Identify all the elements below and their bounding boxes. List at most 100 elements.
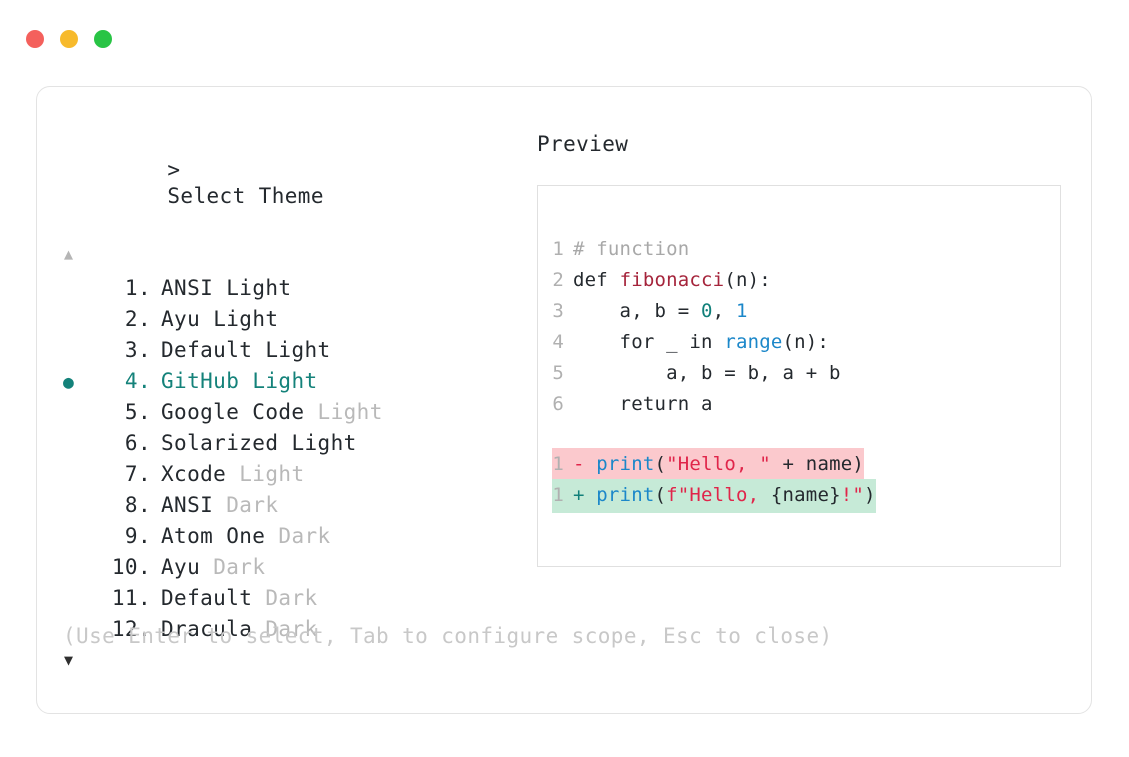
close-button[interactable] xyxy=(26,30,44,48)
code-token: 1 xyxy=(735,300,748,322)
diff-sign: + xyxy=(573,484,585,506)
diff-highlight: 1 + print(f"Hello, {name}!") xyxy=(552,479,876,513)
theme-item-index: 12. xyxy=(111,617,151,641)
theme-item-name: Atom One xyxy=(161,524,266,548)
theme-list-item[interactable]: 9. Atom One Dark xyxy=(63,521,533,552)
theme-item-index: 7. xyxy=(124,462,151,486)
gutter-gap xyxy=(564,327,573,358)
window-titlebar xyxy=(26,30,112,48)
theme-item-name: ANSI xyxy=(161,276,214,300)
theme-item-variant: Light xyxy=(239,462,305,486)
code-token: (n): xyxy=(724,269,771,291)
code-token: range xyxy=(724,331,783,353)
theme-item-index: 11. xyxy=(111,586,151,610)
code-line: 5 a, b = b, a + b xyxy=(552,358,1058,389)
code-line: 6 return a xyxy=(552,389,1058,420)
preview-label: Preview xyxy=(537,132,629,156)
diff-line-add: 1 + print(f"Hello, {name}!") xyxy=(552,479,1058,513)
scroll-up-icon[interactable]: ▲ xyxy=(64,245,74,263)
code-token: for _ in xyxy=(573,331,725,353)
theme-list-item[interactable]: 5.Google Code Light xyxy=(63,397,533,428)
prompt-symbol: > xyxy=(167,158,181,182)
line-number: 1 xyxy=(552,453,564,475)
theme-item-space xyxy=(252,583,265,614)
theme-list-item[interactable]: 1.ANSI Light xyxy=(63,273,533,304)
code-line: 2 def fibonacci(n): xyxy=(552,265,1058,296)
selected-bullet-icon: ● xyxy=(63,372,75,393)
line-number: 1 xyxy=(552,238,564,260)
theme-item-index: 3. xyxy=(124,338,151,362)
theme-list-item[interactable]: 11. Default Dark xyxy=(63,583,533,614)
theme-item-index: 9. xyxy=(124,524,151,548)
theme-item-space xyxy=(304,397,317,428)
theme-item-variant: Light xyxy=(252,369,318,393)
theme-item-name: Solarized xyxy=(161,431,279,455)
scroll-down-icon[interactable]: ▼ xyxy=(64,651,74,669)
code-token: "Hello, " xyxy=(666,453,771,475)
theme-list-item[interactable]: 8. ANSI Dark xyxy=(63,490,533,521)
theme-item-index: 10. xyxy=(111,555,151,579)
theme-item-name: Dracula xyxy=(161,617,253,641)
theme-item-space xyxy=(239,366,252,397)
code-token: a, b = b, a + b xyxy=(573,362,841,384)
code-token: (n): xyxy=(782,331,830,353)
theme-list-item[interactable]: ●4.GitHub Light xyxy=(63,366,533,397)
theme-item-index: 8. xyxy=(124,493,151,517)
code-blank-line xyxy=(552,420,1058,448)
theme-item-index: 2. xyxy=(124,307,151,331)
code-line: 4 for _ in range(n): xyxy=(552,327,1058,358)
theme-item-variant: Light xyxy=(226,276,292,300)
code-token: !" xyxy=(840,484,865,506)
theme-list-item[interactable]: 3.Default Light xyxy=(63,335,533,366)
theme-item-name: Ayu xyxy=(161,555,201,579)
theme-list-item[interactable]: 2. Ayu Light xyxy=(63,304,533,335)
diff-line-del: 1 - print("Hello, " + name) xyxy=(552,448,1058,482)
theme-item-variant: Dark xyxy=(226,493,279,517)
code-token: f"Hello, xyxy=(666,484,771,506)
theme-list-item[interactable]: 7.Xcode Light xyxy=(63,459,533,490)
code-token: ) xyxy=(864,484,876,506)
gutter-gap xyxy=(564,234,573,265)
theme-item-name: ANSI xyxy=(161,493,214,517)
keyboard-hint: (Use Enter to select, Tab to configure s… xyxy=(63,624,833,648)
theme-item-name: Default xyxy=(161,586,253,610)
code-token: def xyxy=(573,269,620,291)
diff-sign: - xyxy=(573,453,585,475)
code-token: fibonacci xyxy=(619,269,725,291)
theme-list-item[interactable]: 10.Ayu Dark xyxy=(63,552,533,583)
line-number: 4 xyxy=(552,331,564,353)
gutter-gap xyxy=(564,449,573,480)
code-token: a, b = xyxy=(573,300,702,322)
theme-item-variant: Light xyxy=(265,338,331,362)
theme-item-name: Google Code xyxy=(161,400,305,424)
theme-item-variant: Dark xyxy=(278,524,331,548)
theme-item-space xyxy=(265,521,278,552)
code-token: print xyxy=(596,484,655,506)
theme-item-space xyxy=(200,304,213,335)
line-number: 3 xyxy=(552,300,564,322)
minimize-button[interactable] xyxy=(60,30,78,48)
code-token: , xyxy=(712,300,736,322)
theme-item-variant: Light xyxy=(317,400,383,424)
theme-item-variant: Light xyxy=(213,307,279,331)
theme-item-space xyxy=(252,335,265,366)
theme-item-name: Ayu xyxy=(161,307,201,331)
diff-sign-gap xyxy=(585,484,597,506)
line-number: 2 xyxy=(552,269,564,291)
maximize-button[interactable] xyxy=(94,30,112,48)
theme-item-index: 6. xyxy=(124,431,151,455)
code-token: {name} xyxy=(770,484,841,506)
code-token: # function xyxy=(573,238,690,260)
theme-item-space xyxy=(213,273,226,304)
theme-list-item[interactable]: 12. Dracula Dark xyxy=(63,614,533,645)
diff-sign-gap xyxy=(585,453,597,475)
theme-item-variant: Dark xyxy=(265,617,318,641)
code-token: 0 xyxy=(701,300,713,322)
theme-list-item[interactable]: 6.Solarized Light xyxy=(63,428,533,459)
theme-item-space xyxy=(278,428,291,459)
line-number: 6 xyxy=(552,393,564,415)
theme-item-variant: Dark xyxy=(265,586,318,610)
